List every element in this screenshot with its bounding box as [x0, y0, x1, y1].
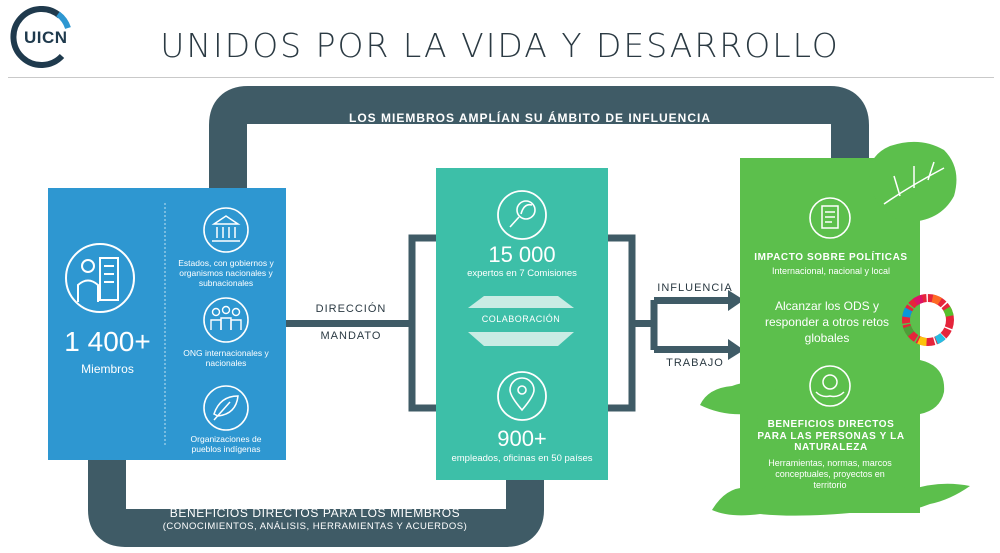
document-icon: [821, 205, 839, 229]
header-divider: [8, 77, 994, 78]
page-title: UNIDOS POR LA VIDA Y DESARROLLO: [160, 26, 840, 65]
staff-count: 900+: [497, 426, 547, 451]
hands-earth-icon: [815, 374, 845, 398]
top-loop-arrow: [209, 86, 869, 192]
experts-count: 15 000: [488, 242, 556, 267]
top-arrow-subtitle: A TRAVÉS DEL CONGRESO MUNDIAL DE LA NATU…: [391, 126, 669, 136]
ground-foliage: [712, 479, 970, 516]
government-building-icon: [211, 215, 241, 242]
benefits-title: BENEFICIOS DIRECTOS PARA LAS PERSONAS Y …: [757, 419, 905, 453]
tree-silhouette: [700, 382, 789, 440]
collaboration-band-bottom: [468, 332, 574, 346]
policy-title: IMPACTO SOBRE POLÍTICAS: [754, 252, 908, 263]
iucn-logo: [10, 6, 71, 68]
member-type-indigenous: Organizaciones de pueblos indígenas: [190, 434, 262, 454]
people-group-icon: [210, 305, 242, 330]
top-arrow-title: LOS MIEMBROS AMPLÍAN SU ÁMBITO DE INFLUE…: [349, 111, 711, 125]
location-pin-icon: [509, 377, 535, 412]
members-count: 1 400+: [64, 326, 151, 357]
bottom-arrow-title: BENEFICIOS DIRECTOS PARA LOS MIEMBROS: [169, 506, 461, 520]
sdg-text: Alcanzar los ODS y responder a otros ret…: [764, 299, 890, 345]
member-type-states: Estados, con gobiernos y organismos naci…: [178, 258, 274, 288]
staff-label: empleados, oficinas en 50 países: [451, 453, 593, 464]
benefits-text: Herramientas, normas, marcos conceptuale…: [768, 458, 892, 490]
mandate-label: MANDATO: [320, 330, 382, 342]
logo-text: UICN: [24, 28, 68, 47]
influence-label: INFLUENCIA: [657, 282, 733, 294]
collaboration-label: COLABORACIÓN: [481, 314, 561, 324]
experts-label: expertos en 7 Comisiones: [467, 268, 577, 279]
collaboration-band-top: [468, 296, 574, 308]
members-box: [48, 188, 286, 460]
leaf-hand-icon: [213, 395, 239, 421]
policy-subtitle: Internacional, nacional y local: [771, 266, 891, 276]
direction-label: DIRECCIÓN: [315, 303, 387, 315]
members-people-icon: [77, 257, 119, 302]
monstera-leaf: [869, 141, 957, 222]
bottom-loop-arrow: [88, 425, 544, 547]
magnifier-leaf-icon: [509, 200, 536, 228]
member-type-ngos: ONG internacionales y nacionales: [183, 348, 269, 368]
impact-block: [740, 158, 945, 513]
members-label: Miembros: [81, 362, 134, 376]
bottom-arrow-subtitle: (CONOCIMIENTOS, ANÁLISIS, HERRAMIENTAS Y…: [162, 521, 468, 532]
work-label: TRABAJO: [666, 357, 724, 369]
sdg-wheel-icon: [902, 294, 954, 346]
